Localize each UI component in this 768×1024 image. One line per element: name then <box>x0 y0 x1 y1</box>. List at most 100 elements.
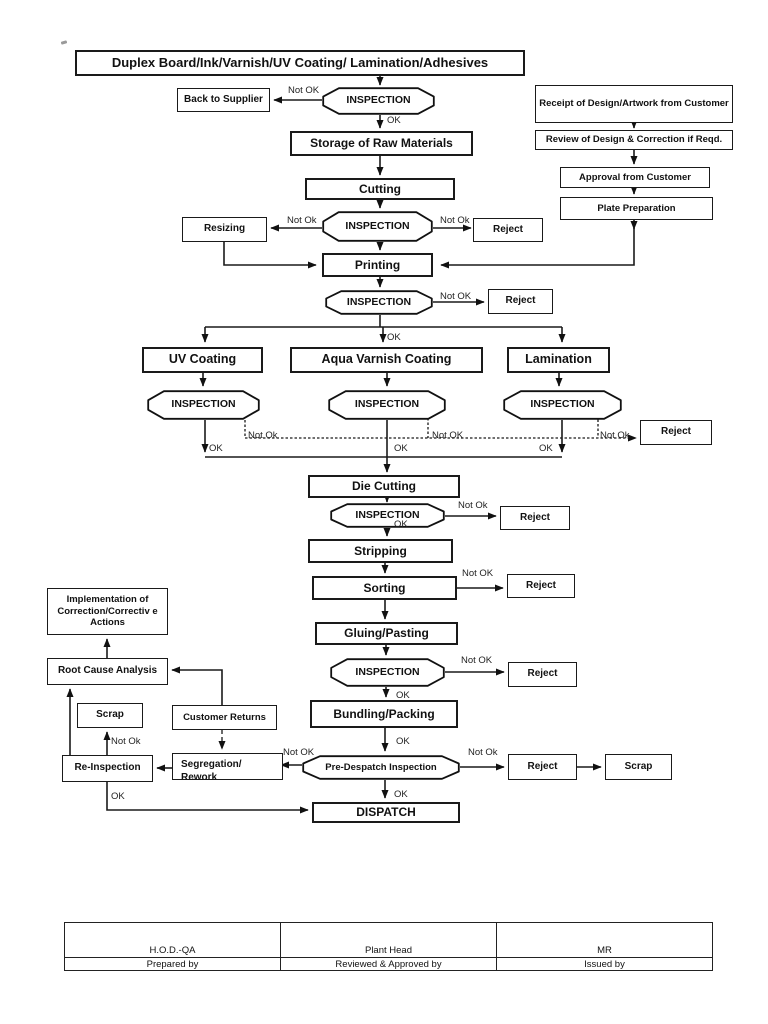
edge-label-ok-reinspection: OK <box>111 791 125 802</box>
node-inspection-gluing: INSPECTION <box>330 658 445 687</box>
issued-by-name: MR <box>496 922 713 958</box>
node-label: INSPECTION <box>171 398 236 411</box>
node-label: Re-Inspection <box>74 762 141 774</box>
node-sorting: Sorting <box>312 576 457 600</box>
node-label: Cutting <box>359 181 401 196</box>
node-label: Die Cutting <box>352 479 416 493</box>
node-label: Approval from Customer <box>579 171 691 183</box>
node-label: Reject <box>527 668 558 680</box>
node-inspection-cutting: INSPECTION <box>322 211 433 242</box>
edge-label-not-ok-resizing: Not Ok <box>287 215 317 226</box>
edge-label-ok-uv: OK <box>209 443 223 454</box>
node-inspection-lamination: INSPECTION <box>503 390 622 420</box>
edge-label-not-ok-reinspection: Not Ok <box>111 736 141 747</box>
node-receipt-design: Receipt of Design/Artwork from Customer <box>535 85 733 123</box>
edge-label-ok-aqua: OK <box>394 443 408 454</box>
edge-label-not-ok-cutting: Not Ok <box>440 215 470 226</box>
approval-table-names-row: H.O.D.-QA Plant Head MR <box>64 922 713 958</box>
edge-label-not-ok-gluing: Not OK <box>461 655 493 666</box>
node-segregation-rework: Segregation/ Rework <box>172 753 283 780</box>
node-label: Stripping <box>354 543 407 558</box>
node-implementation-corrective-actions: Implementation of Correction/Correctiv e… <box>47 588 168 635</box>
inspection-hexagon-shape <box>503 390 622 420</box>
node-label: Reject <box>525 579 556 591</box>
node-printing: Printing <box>322 253 433 277</box>
node-inspection-die-cutting: INSPECTION <box>330 503 445 528</box>
node-label: Scrap <box>96 709 124 721</box>
node-label: Segregation/ Rework <box>181 759 242 780</box>
node-label: INSPECTION <box>346 94 411 107</box>
node-label: Receipt of Design/Artwork from Customer <box>539 98 729 110</box>
node-label: INSPECTION <box>345 219 410 232</box>
edge-label-not-ok-supplier: Not OK <box>288 85 320 96</box>
node-label: Scrap <box>624 760 653 772</box>
node-label: Pre-Despatch Inspection <box>325 761 437 773</box>
node-label: Reject <box>519 511 550 523</box>
edge-label-ok-raw: OK <box>387 115 401 126</box>
node-label: Resizing <box>203 223 246 235</box>
node-label: Plate Preparation <box>597 202 676 214</box>
node-pre-despatch-inspection: Pre-Despatch Inspection <box>302 755 460 780</box>
prepared-by-role: Prepared by <box>64 957 281 971</box>
node-label: Implementation of Correction/Correctiv e… <box>57 593 158 629</box>
node-dispatch: DISPATCH <box>312 802 460 823</box>
inspection-hexagon-shape <box>302 755 460 780</box>
node-label: Root Cause Analysis <box>57 665 158 677</box>
edge-label-ok-bundling: OK <box>396 736 410 747</box>
approval-table: H.O.D.-QA Plant Head MR Prepared by Revi… <box>64 922 713 971</box>
node-label: DISPATCH <box>356 805 416 819</box>
edge-label-ok-gluing: OK <box>396 690 410 701</box>
stray-mark <box>60 40 68 45</box>
edge-label-not-ok-lamination: Not Ok <box>600 430 630 441</box>
reviewed-by-role: Reviewed & Approved by <box>280 957 497 971</box>
node-label: INSPECTION <box>355 508 420 521</box>
node-storage-raw-materials: Storage of Raw Materials <box>290 131 473 156</box>
inspection-hexagon-shape <box>322 211 433 242</box>
node-uv-coating: UV Coating <box>142 347 263 373</box>
inspection-hexagon-shape <box>330 658 445 687</box>
node-label: INSPECTION <box>355 665 420 678</box>
node-aqua-varnish-coating: Aqua Varnish Coating <box>290 347 483 373</box>
inspection-hexagon-shape <box>330 503 445 528</box>
node-reject-coating: Reject <box>640 420 712 445</box>
node-root-cause-analysis: Root Cause Analysis <box>47 658 168 685</box>
prepared-by-name: H.O.D.-QA <box>64 922 281 958</box>
node-inspection-printing: INSPECTION <box>325 290 433 315</box>
node-label: Gluing/Pasting <box>344 626 429 640</box>
edge-label-not-ok-predespatch-right: Not Ok <box>468 747 498 758</box>
node-inspection-uv: INSPECTION <box>147 390 260 420</box>
node-label: Review of Design & Correction if Reqd. <box>545 134 723 146</box>
edge-label-not-ok-uv: Not Ok <box>248 430 278 441</box>
reviewed-by-name: Plant Head <box>280 922 497 958</box>
node-label: Lamination <box>525 352 592 367</box>
node-reject-die-cutting: Reject <box>500 506 570 530</box>
inspection-hexagon-shape <box>322 87 435 115</box>
node-approval-customer: Approval from Customer <box>560 167 710 188</box>
edge-label-ok-lamination: OK <box>539 443 553 454</box>
node-label: Back to Supplier <box>184 93 263 105</box>
edge-label-not-ok-printing: Not OK <box>440 291 472 302</box>
node-label: INSPECTION <box>354 398 420 411</box>
edge-label-not-ok-sorting: Not OK <box>462 568 494 579</box>
edge-label-not-ok-predespatch-left: Not OK <box>283 747 315 758</box>
edge-label-ok-die: OK <box>394 519 408 530</box>
node-re-inspection: Re-Inspection <box>62 755 153 782</box>
node-scrap-reinspection: Scrap <box>77 703 143 728</box>
inspection-hexagon-shape <box>147 390 260 420</box>
node-title-box: Duplex Board/Ink/Varnish/UV Coating/ Lam… <box>75 50 525 76</box>
node-reject-printing: Reject <box>488 289 553 314</box>
node-die-cutting: Die Cutting <box>308 475 460 498</box>
node-label: Customer Returns <box>183 711 266 723</box>
node-label: Reject <box>492 223 523 235</box>
node-reject-sorting: Reject <box>507 574 575 598</box>
edge-label-ok-dispatch: OK <box>394 789 408 800</box>
node-label: Storage of Raw Materials <box>310 136 453 150</box>
node-label: Reject <box>660 426 691 438</box>
node-reject-cutting: Reject <box>473 218 543 242</box>
node-reject-predespatch: Reject <box>508 754 577 780</box>
node-inspection-aqua: INSPECTION <box>328 390 446 420</box>
node-label: Printing <box>354 257 401 272</box>
node-bundling-packing: Bundling/Packing <box>310 700 458 728</box>
node-label: Sorting <box>363 580 406 595</box>
